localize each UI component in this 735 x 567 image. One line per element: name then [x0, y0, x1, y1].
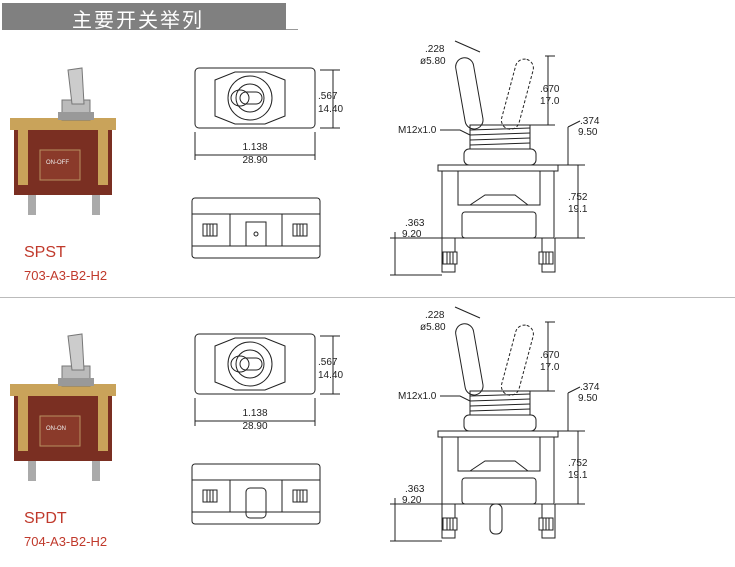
dimension-label: M12x1.0: [398, 125, 437, 136]
terminal-screw: [538, 251, 554, 265]
dimension-label: .752: [568, 458, 588, 469]
dimension-label: .363: [405, 484, 425, 495]
terminal-screw: [202, 489, 218, 503]
dimension-label: .374: [580, 382, 600, 393]
terminal-screw: [442, 251, 458, 265]
dimension-label: 1.138: [242, 408, 267, 419]
side-view: [390, 40, 585, 276]
dimension-label: .228: [425, 44, 445, 55]
dimension-label: 9.20: [402, 495, 422, 506]
top-view: [194, 67, 340, 160]
switch-type: SPST: [24, 244, 66, 261]
terminal-screw: [538, 517, 554, 531]
dimension-label: .228: [425, 310, 445, 321]
model-number: 703-A3-B2-H2: [24, 268, 108, 283]
dimension-label: 1.138: [242, 142, 267, 153]
dimension-label: ø5.80: [420, 56, 446, 67]
side-view: [390, 306, 585, 542]
dimension-label: 14.40: [318, 104, 343, 115]
terminal-screw: [442, 517, 458, 531]
product-photo: ON-ON: [10, 333, 116, 481]
dimension-label: M12x1.0: [398, 391, 437, 402]
dimension-label: .670: [540, 350, 560, 361]
photo-label: ON-OFF: [46, 160, 69, 166]
switch-type: SPDT: [24, 510, 67, 527]
bottom-view: [191, 463, 321, 525]
terminal-screw: [202, 223, 218, 237]
switch-section-spdt: ON-ON .567 14.40 1.138 28.90: [0, 266, 735, 556]
terminal-screw: [292, 489, 308, 503]
dimension-label: .567: [318, 91, 338, 102]
dimension-label: 9.50: [578, 127, 598, 138]
dimension-label: 14.40: [318, 370, 343, 381]
model-number: 704-A3-B2-H2: [24, 534, 108, 549]
dimension-label: .752: [568, 192, 588, 203]
header-title: 主要开关举列: [72, 8, 204, 32]
dimension-label: 17.0: [540, 362, 560, 373]
dimension-label: 9.20: [402, 229, 422, 240]
product-photo: ON-OFF: [10, 67, 116, 215]
dimension-label: 28.90: [242, 155, 267, 166]
technical-drawing: ON-OFF .567 14.40 1.138 28.90: [10, 40, 600, 276]
header-underline: [286, 29, 298, 30]
terminal-screw: [292, 223, 308, 237]
section-divider: [0, 297, 735, 298]
switch-section-spst: ON-OFF .567 14.40 1.138 28.90: [10, 40, 600, 283]
dimension-label: .567: [318, 357, 338, 368]
dimension-label: ø5.80: [420, 322, 446, 333]
dimension-label: .670: [540, 84, 560, 95]
dimension-label: 28.90: [242, 421, 267, 432]
dimension-label: 17.0: [540, 96, 560, 107]
section-header: 主要开关举列: [2, 3, 286, 32]
dimension-label: .374: [580, 116, 600, 127]
dimension-label: 19.1: [568, 204, 588, 215]
bottom-view: [191, 197, 321, 259]
dimension-label: 19.1: [568, 470, 588, 481]
technical-drawing: ON-ON .567 14.40 1.138 28.90: [10, 306, 600, 542]
photo-label: ON-ON: [46, 426, 66, 432]
dimension-label: .363: [405, 218, 425, 229]
dimension-label: 9.50: [578, 393, 598, 404]
top-view: [194, 333, 340, 426]
